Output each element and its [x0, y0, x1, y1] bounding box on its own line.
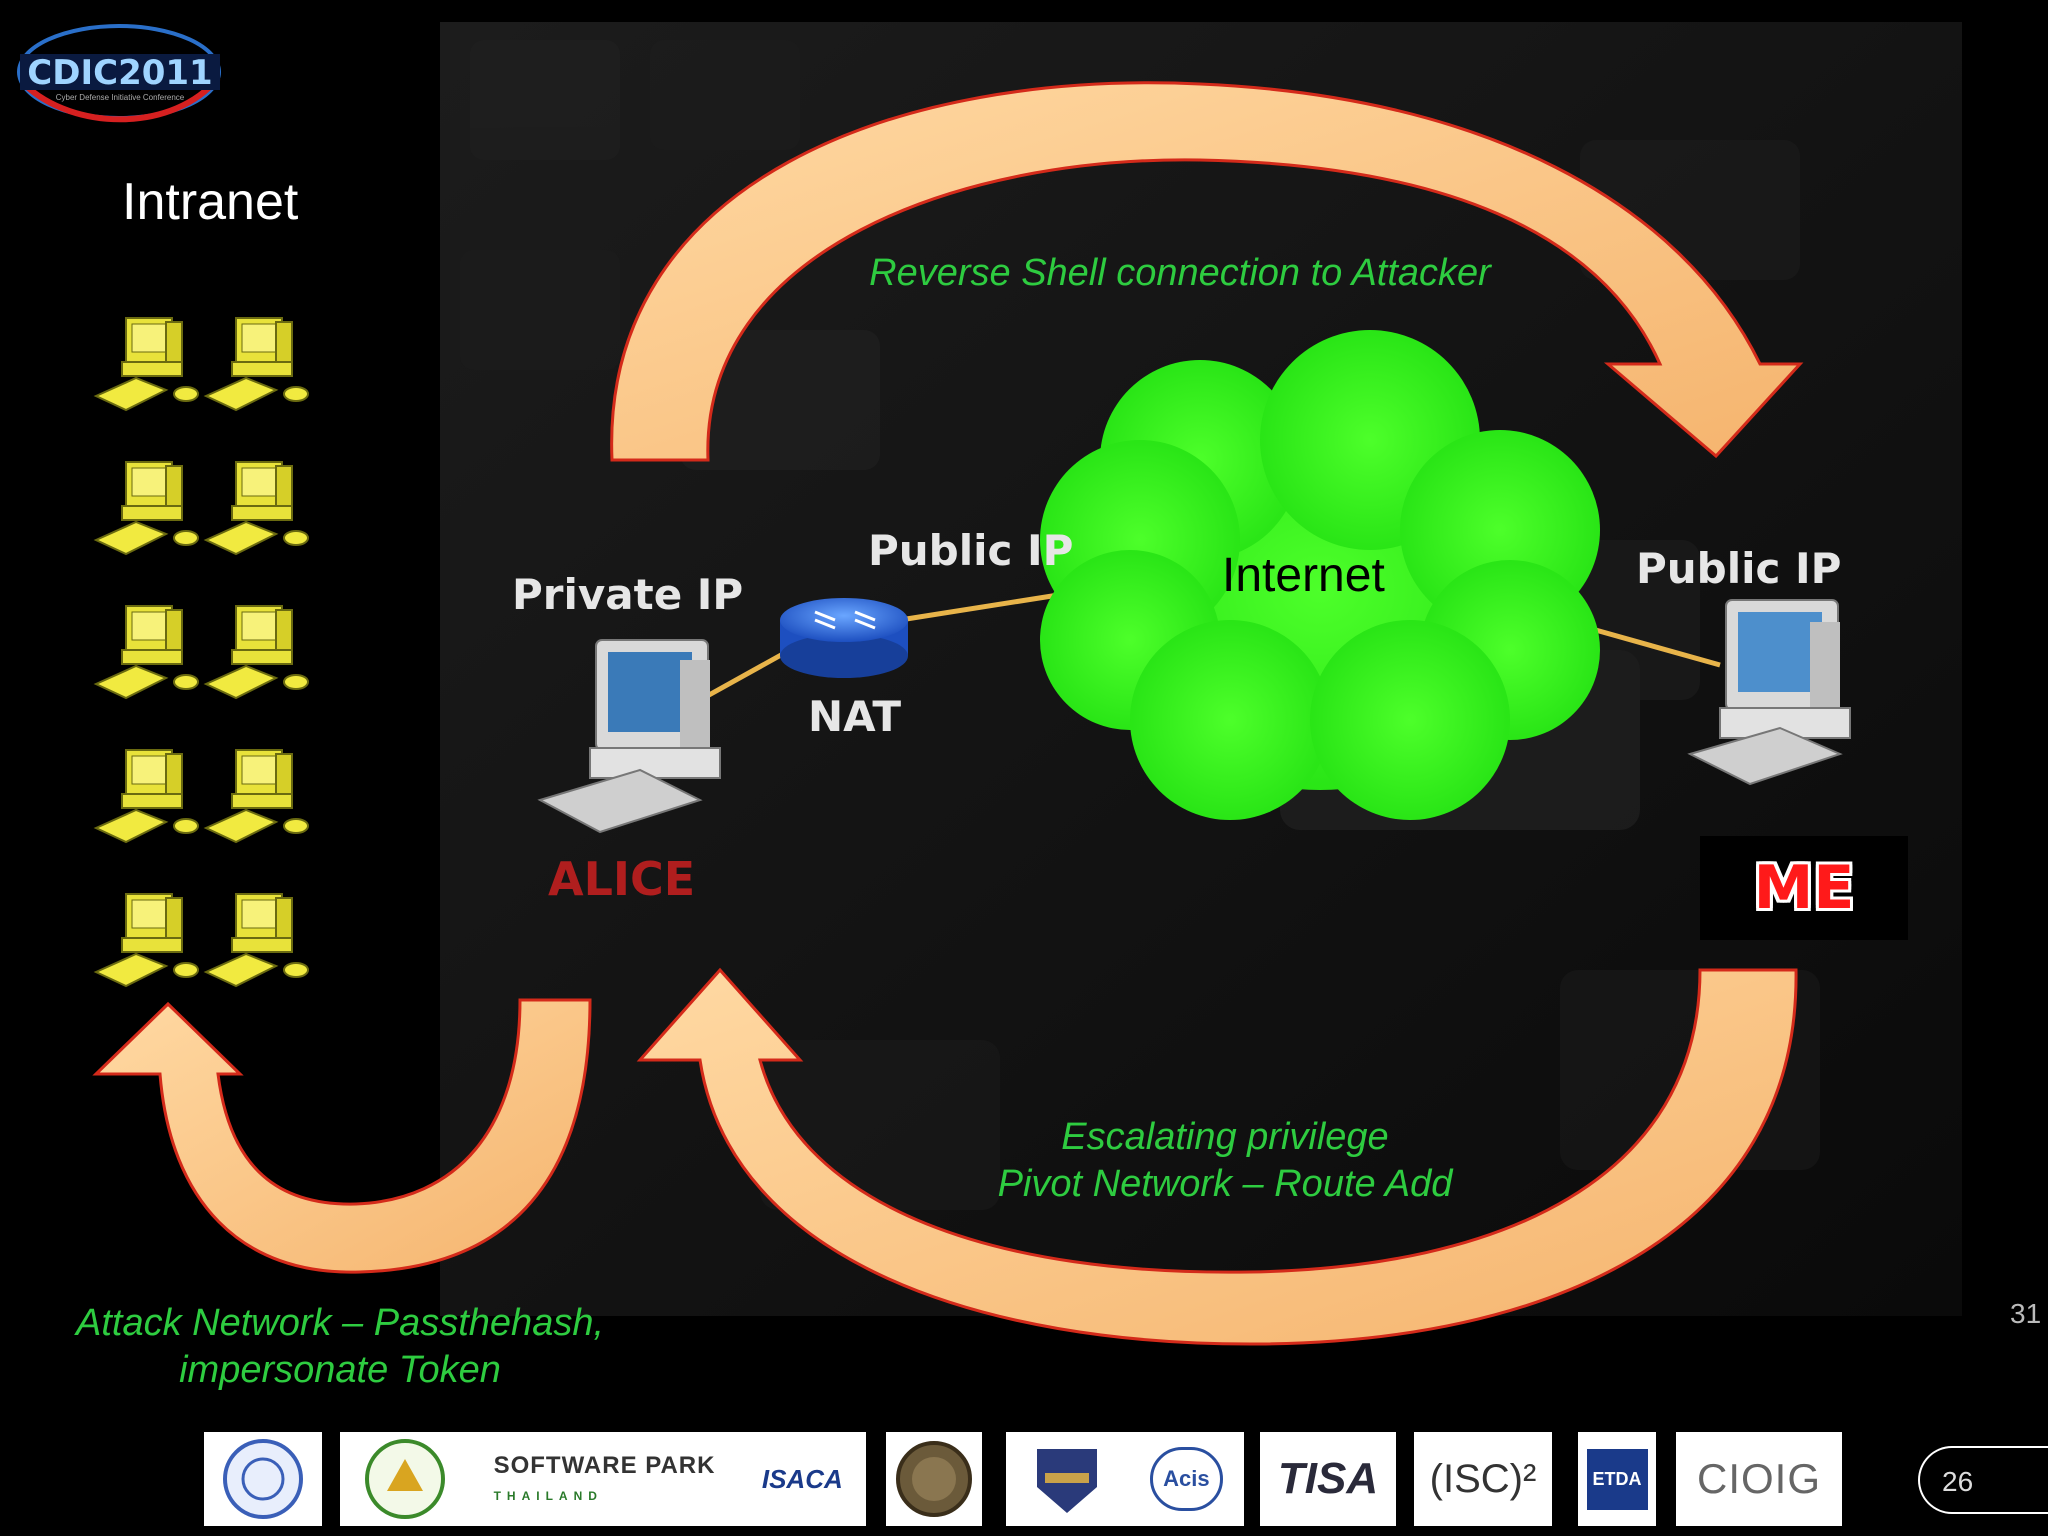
link-alice-nat: [698, 647, 792, 703]
seal-4-icon: [1037, 1449, 1098, 1513]
attack-line-1: Attack Network – Passthehash,: [75, 1302, 605, 1344]
sponsor-seal-1: [204, 1432, 322, 1526]
nat-label: NAT: [808, 692, 902, 741]
page-number: 31: [2010, 1298, 2042, 1329]
escalating-arrow: [636, 967, 1798, 1346]
intranet-computer-icon: [93, 317, 199, 412]
sponsor-group-2: Acis: [1006, 1432, 1244, 1526]
me-badge: ME: [1700, 836, 1908, 940]
intranet-computer-icon: [93, 461, 199, 556]
tisa-text: TISA: [1277, 1454, 1379, 1503]
sponsor-etda: ETDA: [1578, 1432, 1656, 1526]
escalating-line-1: Escalating privilege: [1061, 1116, 1389, 1158]
attack-network-arrow: [92, 998, 592, 1274]
escalating-line-2: Pivot Network – Route Add: [997, 1163, 1453, 1205]
acis-text: Acis: [1150, 1447, 1223, 1511]
private-ip-label: Private IP: [512, 570, 744, 619]
escalating-privilege-label: Escalating privilege Pivot Network – Rou…: [900, 1116, 1550, 1206]
seal-3-icon: [896, 1441, 972, 1517]
sponsor-cioig: CIOIG: [1676, 1432, 1842, 1526]
isaca-text: ISACA: [761, 1463, 843, 1494]
sponsor-group-1: SOFTWARE PARK THAILAND ISACA: [340, 1432, 866, 1526]
intranet-computer-icon: [203, 749, 309, 844]
conference-logo: CDIC2011 Cyber Defense Initiative Confer…: [14, 14, 224, 124]
internet-cloud-icon: [1040, 330, 1600, 820]
me-label: ME: [1753, 853, 1855, 923]
intranet-computer-icon: [203, 461, 309, 556]
cioig-text: CIOIG: [1696, 1455, 1821, 1502]
attack-network-label: Attack Network – Passthehash, impersonat…: [40, 1302, 640, 1392]
slide-number-tab: 26: [1918, 1446, 2048, 1514]
seal-1-icon: [223, 1439, 303, 1519]
intranet-computer-icon: [203, 605, 309, 700]
sponsor-seal-3: [886, 1432, 982, 1526]
attack-line-2: impersonate Token: [179, 1349, 501, 1391]
intranet-computer-icon: [93, 893, 199, 988]
internet-label: Internet: [1222, 549, 1385, 602]
intranet-computer-icon: [203, 893, 309, 988]
nat-public-ip-label: Public IP: [868, 526, 1074, 575]
isc2-text: (ISC)²: [1429, 1456, 1537, 1501]
conference-logo-subtitle: Cyber Defense Initiative Conference: [56, 93, 185, 102]
nat-router-icon: [780, 598, 908, 678]
intranet-computer-icon: [203, 317, 309, 412]
intranet-title: Intranet: [122, 173, 299, 231]
software-park-text: SOFTWARE PARK: [493, 1451, 716, 1479]
intranet-computer-icon: [93, 749, 199, 844]
seal-2-icon: [365, 1439, 446, 1519]
intranet-computer-icon: [93, 605, 199, 700]
slide-number: 26: [1942, 1466, 1974, 1497]
intranet-computers: [93, 317, 309, 988]
attacker-public-ip-label: Public IP: [1636, 544, 1842, 593]
attacker-computer-icon: [1687, 599, 1851, 786]
sponsor-isc2: (ISC)²: [1414, 1432, 1552, 1526]
etda-text: ETDA: [1586, 1448, 1648, 1510]
sponsor-tisa: TISA: [1260, 1432, 1396, 1526]
reverse-shell-label: Reverse Shell connection to Attacker: [869, 252, 1491, 294]
alice-label: ALICE: [548, 852, 696, 906]
reverse-shell-arrow: [610, 81, 1804, 462]
alice-computer-icon: [537, 639, 721, 834]
conference-logo-text: CDIC2011: [27, 53, 212, 93]
software-park-sub: THAILAND: [493, 1488, 603, 1503]
